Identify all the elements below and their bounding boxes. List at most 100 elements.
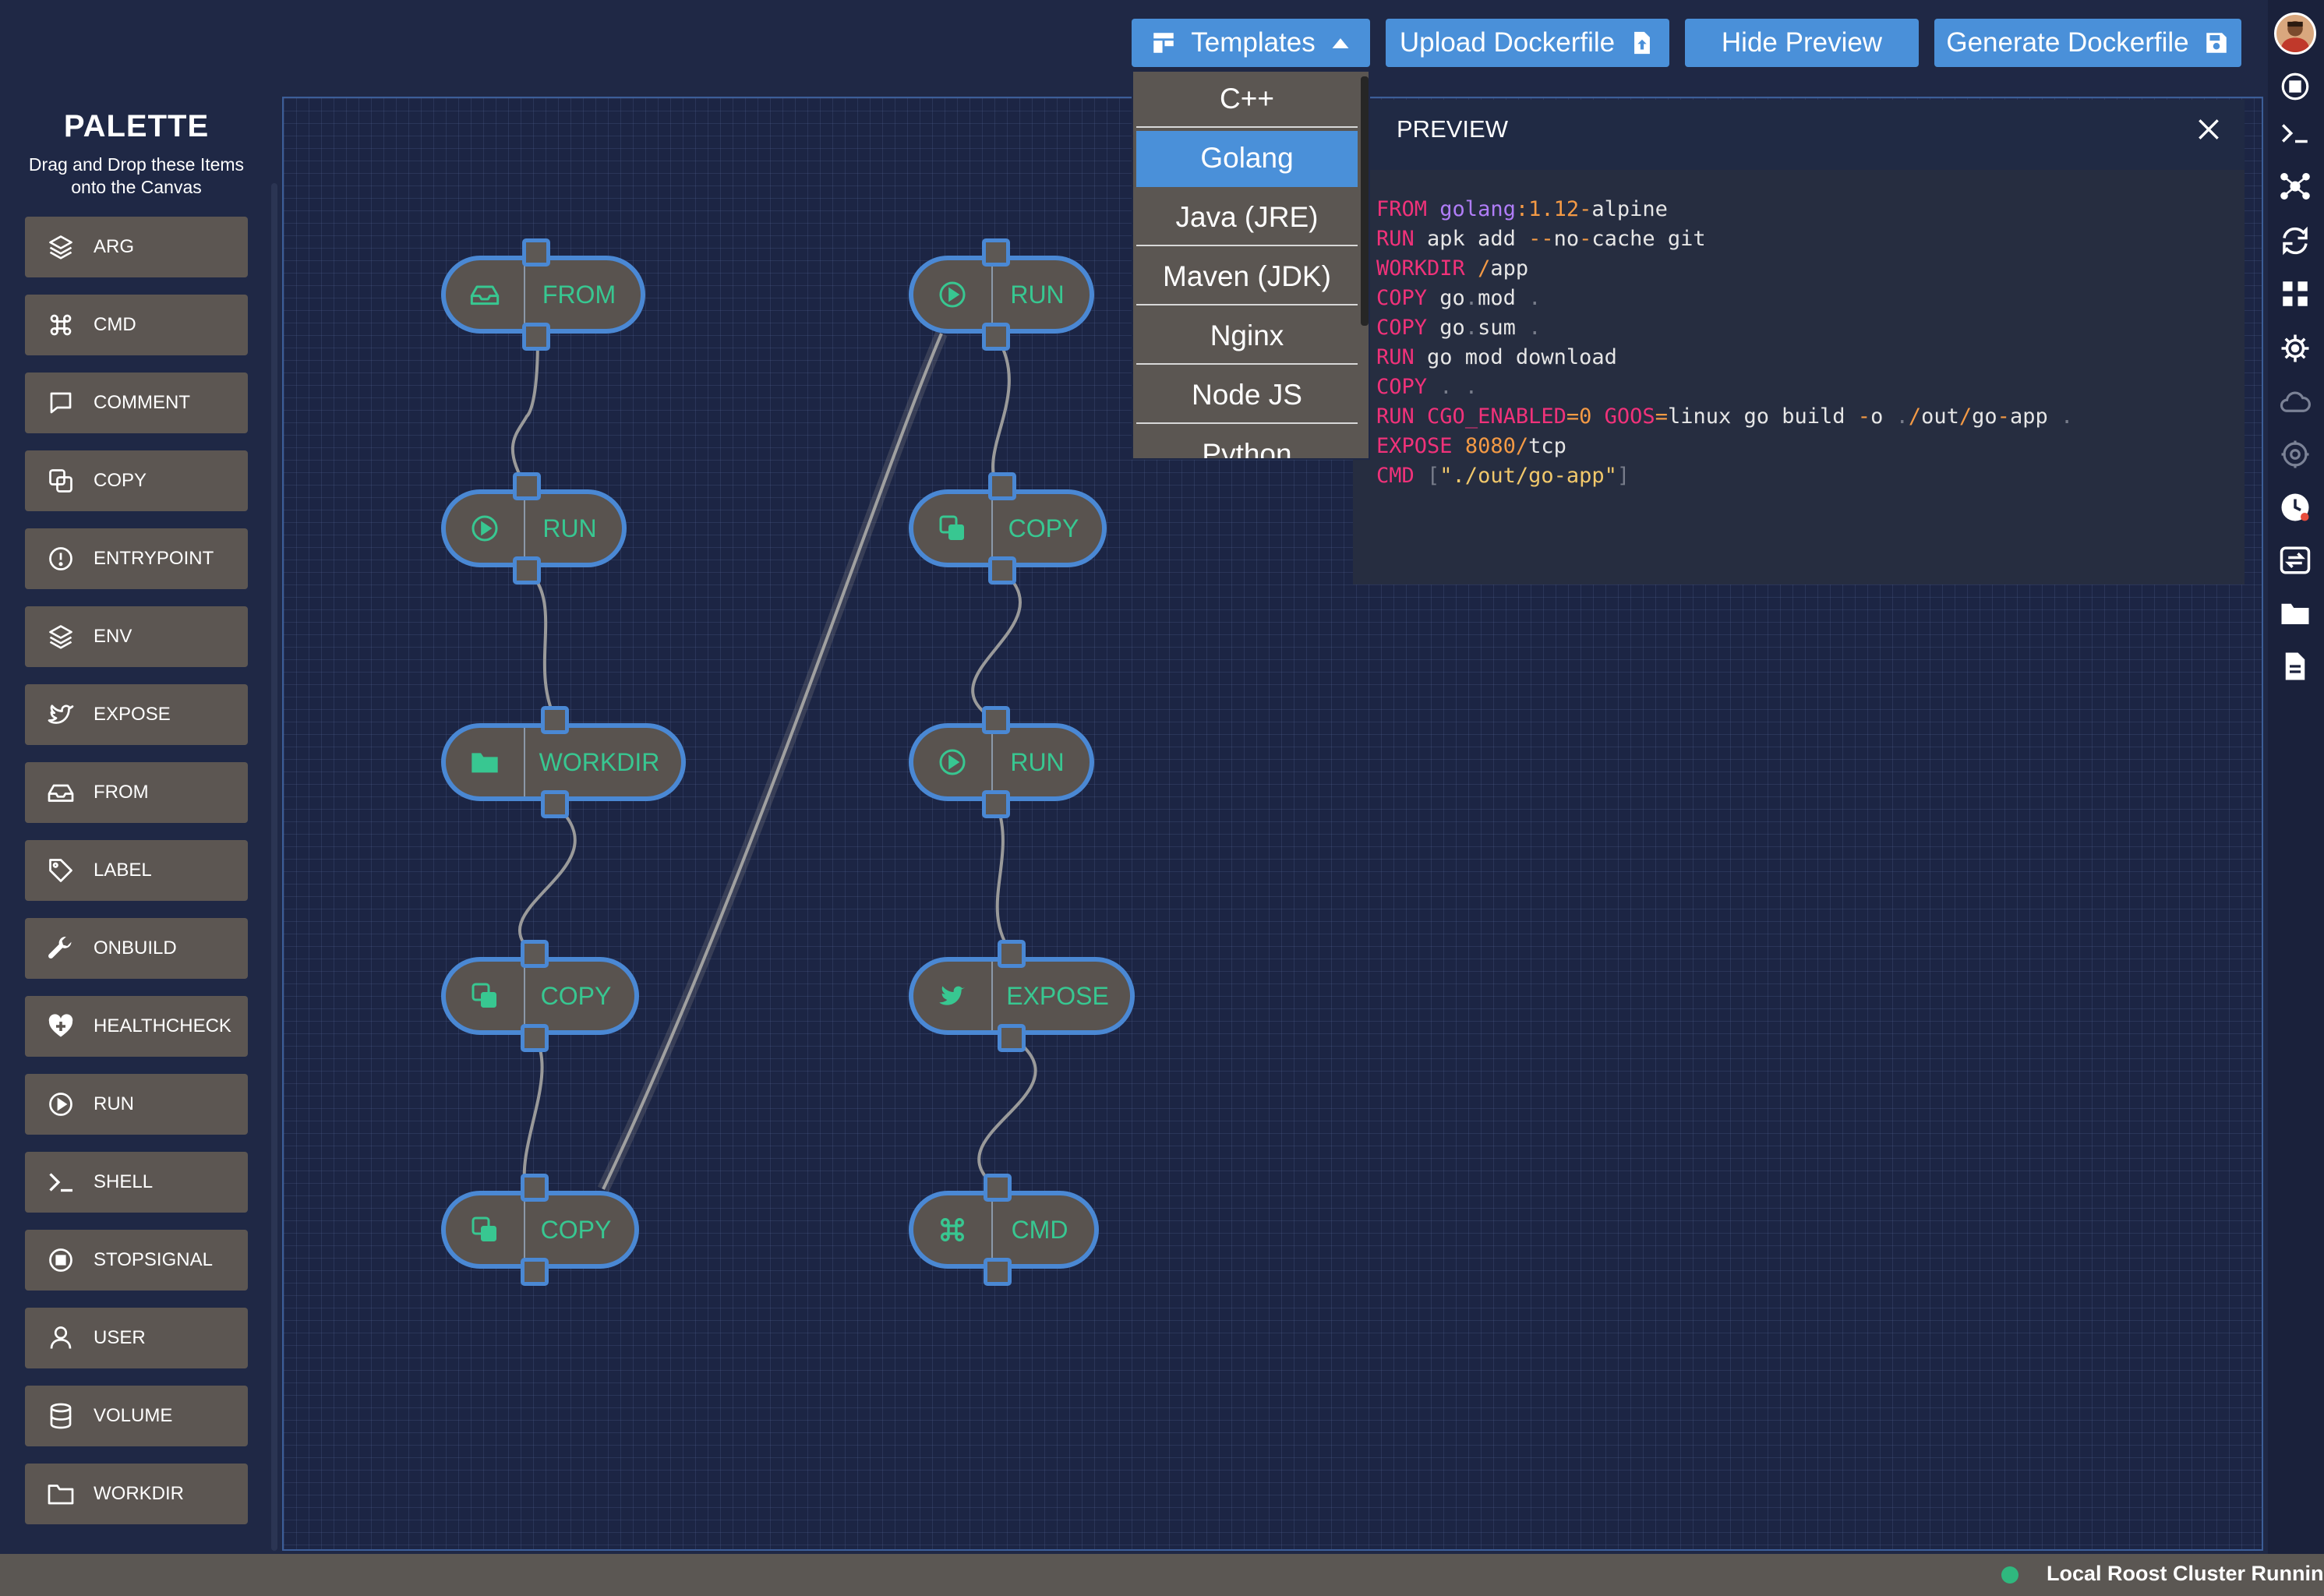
avatar[interactable] <box>2274 12 2316 55</box>
code-token: 0 <box>1579 404 1592 429</box>
palette-item-stopsignal[interactable]: STOPSIGNAL <box>25 1230 248 1291</box>
palette-item-label: SHELL <box>94 1171 154 1192</box>
template-option-nginx[interactable]: Nginx <box>1136 309 1358 365</box>
command-icon <box>941 1218 964 1241</box>
network-icon[interactable] <box>2279 170 2312 203</box>
node-port-out[interactable] <box>982 323 1010 351</box>
palette-item-expose[interactable]: EXPOSE <box>25 684 248 745</box>
node-port-out[interactable] <box>513 556 541 584</box>
node-port-out[interactable] <box>982 790 1010 818</box>
palette-item-workdir[interactable]: WORKDIR <box>25 1464 248 1524</box>
helm-icon[interactable] <box>2279 332 2312 365</box>
dropdown-scrollbar[interactable] <box>1361 76 1369 326</box>
apps-icon[interactable] <box>2279 277 2312 310</box>
palette-item-env[interactable]: ENV <box>25 606 248 667</box>
node-port-out[interactable] <box>998 1024 1026 1052</box>
palette-item-shell[interactable]: SHELL <box>25 1152 248 1213</box>
canvas-node-copy[interactable]: COPY <box>441 957 639 1035</box>
palette-item-label: EXPOSE <box>94 704 171 725</box>
tag-icon <box>49 859 72 882</box>
upload-dockerfile-button[interactable]: Upload Dockerfile <box>1386 19 1669 67</box>
template-option-label: C++ <box>1220 83 1274 115</box>
node-port-out[interactable] <box>521 1024 549 1052</box>
node-port-in[interactable] <box>541 706 569 734</box>
code-line: COPY go.sum . <box>1376 313 2229 343</box>
terminal-icon[interactable] <box>2279 117 2312 150</box>
cog-icon[interactable] <box>2279 438 2312 471</box>
node-port-in[interactable] <box>522 238 550 267</box>
canvas-node-from[interactable]: FROM <box>441 256 645 334</box>
canvas-node-expose[interactable]: EXPOSE <box>909 957 1135 1035</box>
templates-button[interactable]: Templates <box>1132 19 1370 67</box>
template-option-nodejs[interactable]: Node JS <box>1136 368 1358 424</box>
node-port-in[interactable] <box>521 1174 549 1202</box>
stop-circle-icon <box>49 1248 72 1272</box>
palette-item-cmd[interactable]: CMD <box>25 295 248 355</box>
cloud-icon[interactable] <box>2279 385 2312 418</box>
node-label: FROM <box>542 280 616 309</box>
template-option-java-jre[interactable]: Java (JRE) <box>1136 190 1358 246</box>
canvas-node-cmd[interactable]: CMD <box>909 1191 1099 1269</box>
code-token: no <box>1553 227 1580 251</box>
twitter-icon <box>48 704 74 724</box>
canvas-node-run[interactable]: RUN <box>441 489 627 567</box>
palette-item-label: ARG <box>94 236 135 257</box>
palette-item-entrypoint[interactable]: ENTRYPOINT <box>25 528 248 589</box>
node-port-out[interactable] <box>984 1258 1012 1286</box>
node-port-out[interactable] <box>988 556 1016 584</box>
heart-plus-icon <box>48 1014 73 1037</box>
code-token: CGO_ENABLED <box>1427 404 1566 429</box>
node-label: RUN <box>542 514 597 542</box>
palette-item-label: FROM <box>94 782 149 803</box>
palette-item-comment[interactable]: COMMENT <box>25 373 248 433</box>
node-port-in[interactable] <box>513 472 541 500</box>
node-port-in[interactable] <box>984 1174 1012 1202</box>
node-port-out[interactable] <box>521 1258 549 1286</box>
stop-circle-icon[interactable] <box>2279 70 2312 103</box>
template-option-cpp[interactable]: C++ <box>1136 72 1358 128</box>
palette-item-user[interactable]: USER <box>25 1308 248 1368</box>
template-option-golang[interactable]: Golang <box>1136 131 1358 187</box>
generate-dockerfile-button[interactable]: Generate Dockerfile <box>1934 19 2241 67</box>
node-port-in[interactable] <box>521 940 549 968</box>
code-line: FROM golang:1.12-alpine <box>1376 195 2229 224</box>
canvas-node-run[interactable]: RUN <box>909 723 1094 801</box>
palette-item-copy[interactable]: COPY <box>25 450 248 511</box>
code-token: GOOS <box>1604 404 1655 429</box>
palette-item-label: USER <box>94 1327 146 1348</box>
file-icon[interactable] <box>2279 650 2312 683</box>
close-icon[interactable] <box>2193 114 2224 145</box>
canvas-node-workdir[interactable]: WORKDIR <box>441 723 686 801</box>
code-line: COPY . . <box>1376 373 2229 402</box>
node-port-in[interactable] <box>982 238 1010 267</box>
code-token <box>1415 404 1427 429</box>
code-token: 1.12 <box>1528 197 1580 221</box>
palette-item-arg[interactable]: ARG <box>25 217 248 277</box>
sync-icon[interactable] <box>2279 224 2312 257</box>
palette-item-healthcheck[interactable]: HEALTHCHECK <box>25 996 248 1057</box>
palette-item-run[interactable]: RUN <box>25 1074 248 1135</box>
canvas-node-copy[interactable]: COPY <box>441 1191 639 1269</box>
palette-item-volume[interactable]: VOLUME <box>25 1386 248 1446</box>
hide-preview-button[interactable]: Hide Preview <box>1685 19 1919 67</box>
node-port-in[interactable] <box>998 940 1026 968</box>
status-bar <box>0 1554 2324 1596</box>
canvas-node-copy[interactable]: COPY <box>909 489 1107 567</box>
canvas-node-run[interactable]: RUN <box>909 256 1094 334</box>
code-token: EXPOSE <box>1376 434 1453 458</box>
play-circle-icon <box>939 749 966 775</box>
palette-item-onbuild[interactable]: ONBUILD <box>25 918 248 979</box>
palette-item-from[interactable]: FROM <box>25 762 248 823</box>
code-token: app <box>2009 404 2061 429</box>
swap-icon[interactable] <box>2279 544 2312 577</box>
template-option-python[interactable]: Python <box>1136 427 1358 458</box>
template-option-maven-jdk[interactable]: Maven (JDK) <box>1136 249 1358 305</box>
clock-icon[interactable] <box>2279 491 2312 524</box>
palette-scrollbar[interactable] <box>271 183 277 1551</box>
palette-item-label[interactable]: LABEL <box>25 840 248 901</box>
folder-icon[interactable] <box>2279 597 2312 630</box>
node-port-out[interactable] <box>522 323 550 351</box>
node-port-out[interactable] <box>541 790 569 818</box>
node-port-in[interactable] <box>988 472 1016 500</box>
node-port-in[interactable] <box>982 706 1010 734</box>
